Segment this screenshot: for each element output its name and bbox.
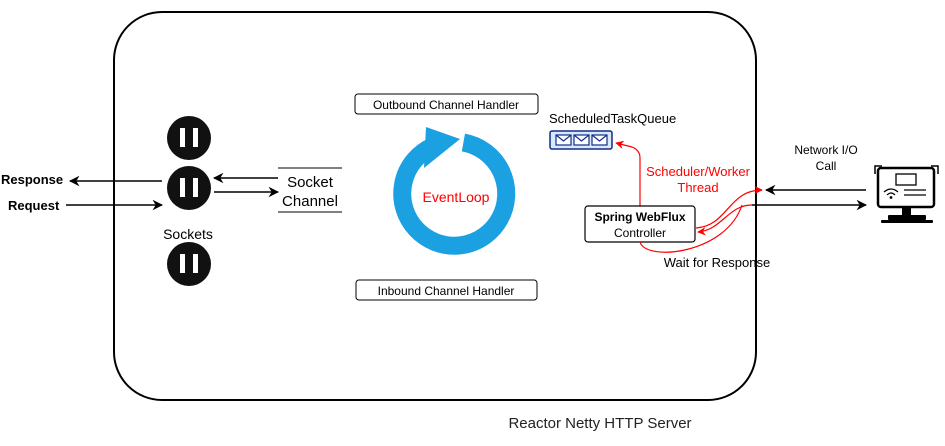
sockets-label: Sockets	[163, 226, 213, 242]
computer-icon	[874, 165, 939, 223]
server-label: Reactor Netty HTTP Server	[508, 415, 691, 432]
network-label-line1: Network I/O	[794, 143, 857, 157]
scheduled-queue-label: ScheduledTaskQueue	[549, 111, 676, 126]
wait-for-response-curve	[639, 204, 743, 253]
scheduler-arrow	[615, 140, 641, 208]
request-label: Request	[8, 198, 60, 213]
response-label: Response	[1, 172, 63, 187]
task-queue-icon	[549, 130, 613, 150]
inbound-handler-box	[355, 279, 538, 301]
socket-icon-top	[167, 116, 211, 160]
network-label-line2: Call	[816, 159, 837, 173]
controller-title: Spring WebFlux	[594, 210, 685, 224]
outbound-handler-label: Outbound Channel Handler	[373, 98, 519, 112]
socket-icon-bottom	[167, 242, 211, 286]
inbound-handler-label: Inbound Channel Handler	[378, 284, 515, 298]
controller-subtitle: Controller	[614, 226, 666, 240]
network-to-controller-arrow	[697, 204, 753, 236]
wait-label: Wait for Response	[664, 255, 770, 270]
socket-channel-label-line1: Socket	[287, 174, 334, 191]
scheduler-label-line1: Scheduler/Worker	[646, 164, 750, 179]
scheduler-label-line2: Thread	[677, 180, 718, 195]
outbound-handler-box	[354, 93, 539, 115]
event-loop-label: EventLoop	[423, 189, 490, 205]
socket-channel-label-line2: Channel	[282, 193, 338, 210]
event-loop-icon	[393, 127, 516, 255]
socket-icon-middle	[167, 166, 211, 210]
server-container	[113, 11, 757, 401]
controller-to-network-arrow	[695, 185, 763, 229]
